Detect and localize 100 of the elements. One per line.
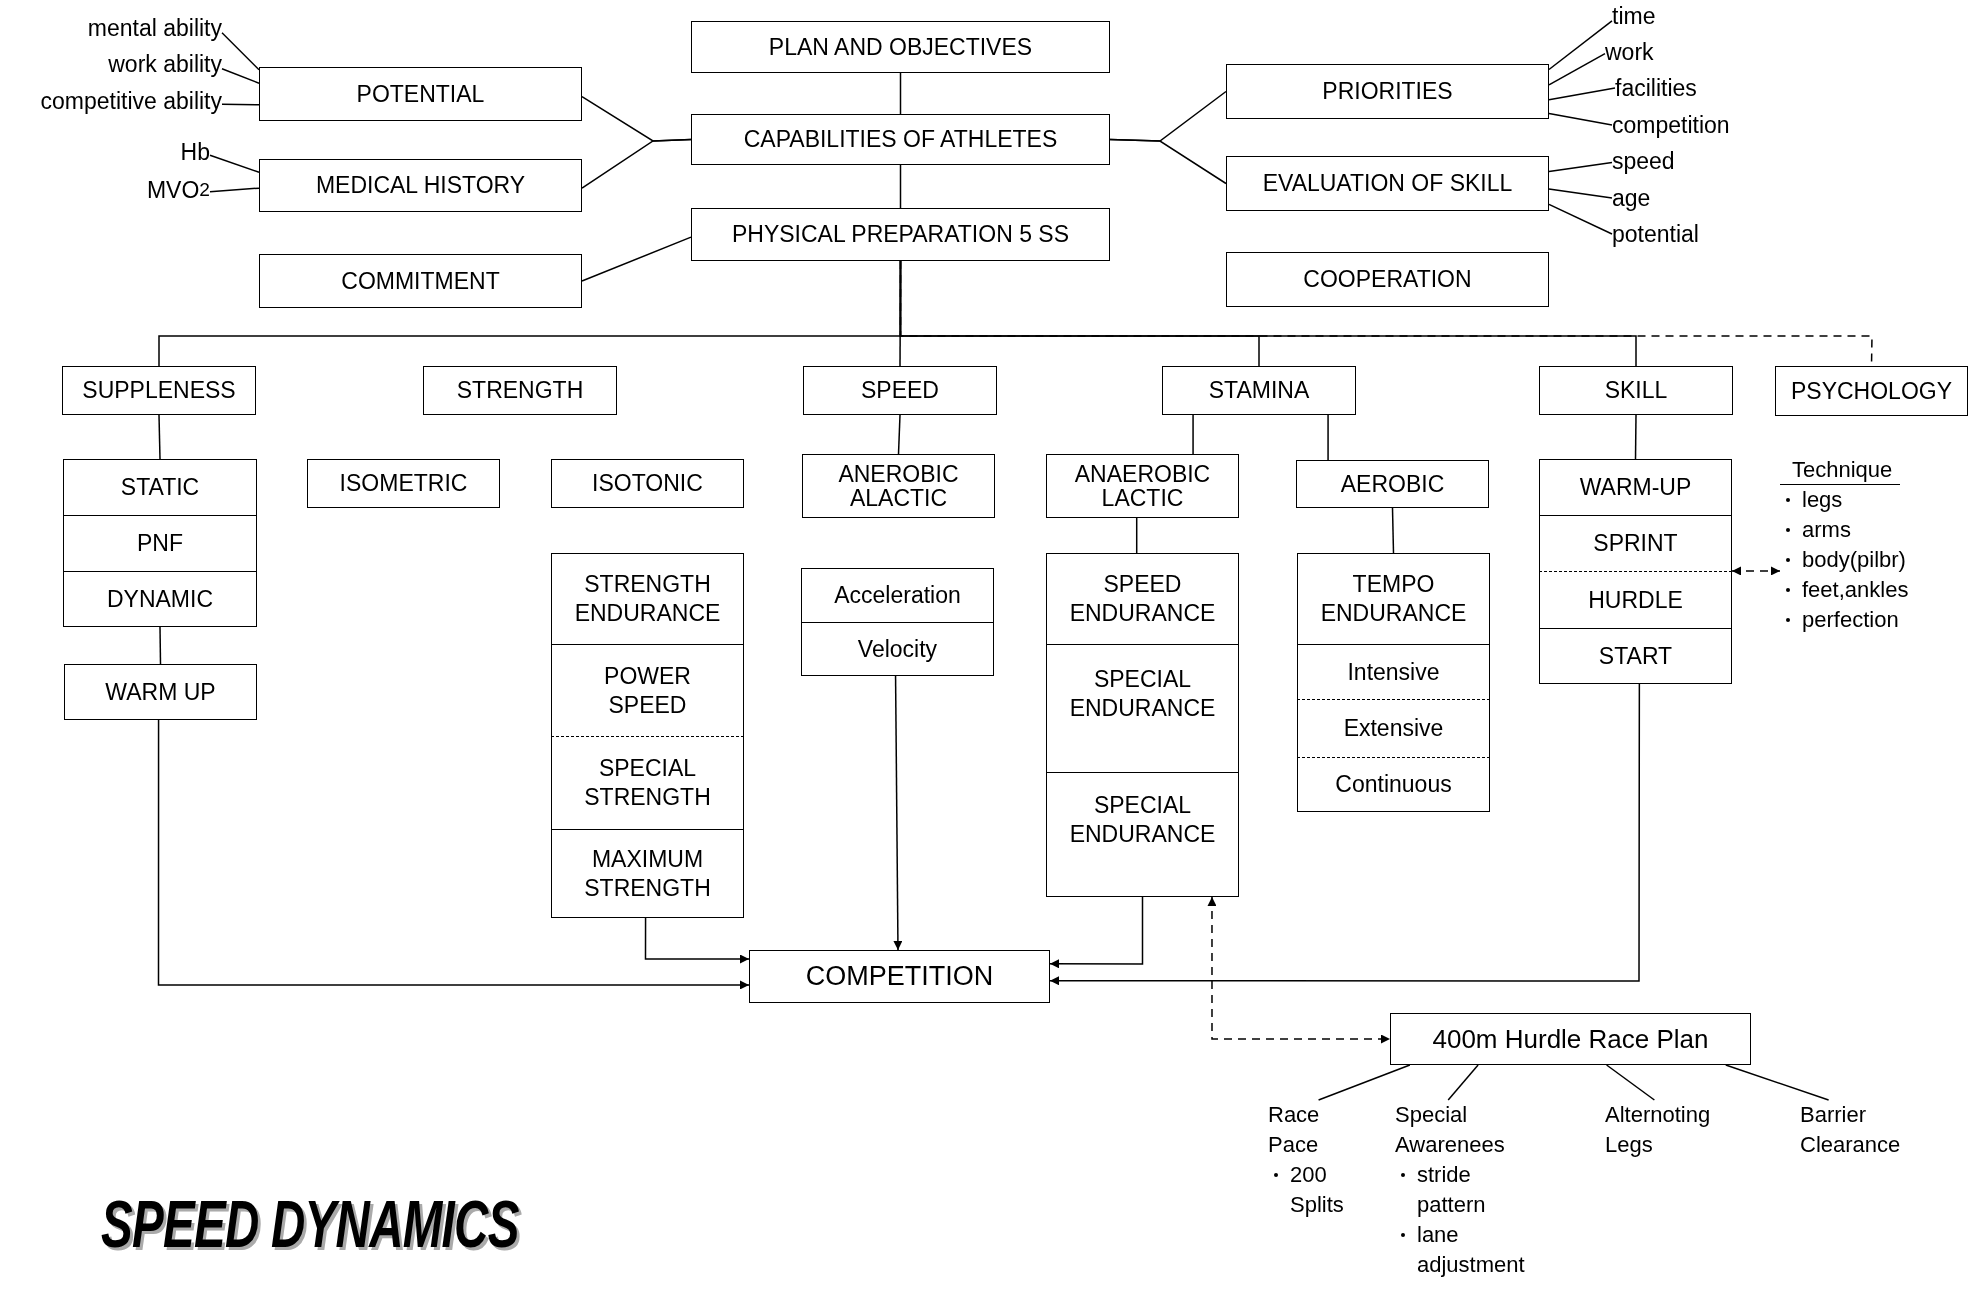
text-label: Barrier Clearance: [1800, 1101, 1902, 1159]
list-item: perfection: [1802, 607, 1899, 632]
text-label: potential: [1612, 218, 1812, 250]
process-box: SPECIAL ENDURANCE: [1046, 772, 1239, 897]
process-box: SPECIAL STRENGTH: [551, 736, 744, 829]
leader-line: [1605, 1064, 1656, 1101]
process-box: ANEROBIC ALACTIC: [802, 454, 995, 518]
text-label: speed: [1612, 145, 1762, 177]
process-box: DYNAMIC: [63, 571, 257, 627]
process-box: Velocity: [801, 622, 994, 676]
text-label: competition: [1612, 109, 1812, 141]
process-box: PLAN AND OBJECTIVES: [691, 21, 1110, 73]
leader-line: [221, 103, 260, 106]
connector-line: [1634, 414, 1637, 460]
process-box: TEMPO ENDURANCE: [1297, 553, 1490, 644]
process-box: SUPPLENESS: [62, 366, 256, 415]
connector-line: [158, 414, 161, 460]
process-box: CAPABILITIES OF ATHLETES: [691, 114, 1110, 165]
connector-line: [1192, 414, 1194, 455]
process-box: AEROBIC: [1296, 460, 1489, 508]
arrow: [1049, 896, 1144, 969]
process-box: SPEED ENDURANCE: [1046, 553, 1239, 644]
leader-line: [1548, 203, 1613, 235]
text-label: time: [1612, 0, 1762, 32]
connector-line: [1135, 517, 1138, 554]
leader-line: [1317, 1064, 1411, 1101]
arrow: [1731, 566, 1781, 576]
process-box: SPEED: [803, 366, 997, 415]
leader-line: [1548, 87, 1616, 101]
process-box: HURDLE: [1539, 571, 1732, 628]
leader-line: [1548, 20, 1613, 71]
leader-line: [1548, 52, 1606, 86]
text-label: Alternoting Legs: [1605, 1101, 1712, 1159]
process-box: ANAEROBIC LACTIC: [1046, 454, 1239, 518]
list-heading: Technique: [1780, 456, 1901, 485]
list-item: 200 Splits: [1290, 1162, 1344, 1217]
process-box: SPRINT: [1539, 515, 1732, 571]
process-box: PHYSICAL PREPARATION 5 SS: [691, 208, 1110, 261]
text-label: work ability: [0, 48, 222, 80]
connector-line: [899, 72, 902, 115]
process-box: COMMITMENT: [259, 254, 582, 308]
process-box: STRENGTH ENDURANCE: [551, 553, 744, 644]
process-box: EVALUATION OF SKILL: [1226, 156, 1549, 211]
process-box: START: [1539, 628, 1732, 684]
process-box: Extensive: [1297, 699, 1490, 757]
process-box: PNF: [63, 515, 257, 571]
process-box: STAMINA: [1162, 366, 1356, 415]
arrow: [157, 719, 750, 990]
arrow: [644, 917, 750, 964]
process-box: ISOTONIC: [551, 459, 744, 508]
connector-line: [899, 164, 902, 209]
list-item: arms: [1802, 517, 1851, 542]
process-box: PSYCHOLOGY: [1775, 366, 1968, 416]
arrow: [893, 675, 903, 951]
process-box: STRENGTH: [423, 366, 617, 415]
list-item: body(pilbr): [1802, 547, 1906, 572]
leader-line: [221, 32, 260, 71]
process-box: WARM UP: [64, 664, 257, 720]
process-box: MEDICAL HISTORY: [259, 159, 582, 212]
process-box: SPECIAL ENDURANCE: [1046, 644, 1239, 772]
process-box: 400m Hurdle Race Plan: [1390, 1013, 1751, 1065]
list-item: feet,ankles: [1802, 577, 1909, 602]
text-label: competitive ability: [0, 85, 222, 117]
leader-line: [1548, 112, 1613, 126]
arrow: [1049, 683, 1641, 986]
connector-line: [897, 414, 901, 455]
text-label: Race Pace: [1268, 1101, 1321, 1159]
leader-line: [1725, 1064, 1830, 1101]
leader-line: [209, 187, 260, 193]
list-item: lane adjustment: [1417, 1222, 1525, 1277]
connector-line: [159, 626, 162, 665]
text-label: Hb: [100, 136, 210, 168]
text-label: work: [1605, 36, 1755, 68]
process-box: COMPETITION: [749, 950, 1050, 1003]
title-text: SPEED DYNAMICS: [101, 1186, 519, 1262]
leader-line: [1447, 1064, 1479, 1101]
arrow: [1207, 896, 1391, 1044]
connector-line: [581, 138, 692, 189]
text-label: age: [1612, 182, 1762, 214]
process-box: MAXIMUM STRENGTH: [551, 829, 744, 918]
process-box: PRIORITIES: [1226, 64, 1549, 119]
process-box: STATIC: [63, 459, 257, 515]
process-box: POWER SPEED: [551, 644, 744, 736]
connector-line: [1391, 507, 1395, 554]
process-box: Acceleration: [801, 568, 994, 622]
connector-line: [1327, 414, 1329, 461]
process-box: Continuous: [1297, 757, 1490, 812]
connector-line: [1109, 138, 1227, 185]
leader-line: [1548, 161, 1613, 173]
leader-line: [221, 68, 260, 84]
process-box: COOPERATION: [1226, 252, 1549, 307]
process-box: WARM-UP: [1539, 459, 1732, 515]
process-box: Intensive: [1297, 644, 1490, 699]
text-label: mental ability: [0, 12, 222, 44]
process-box: ISOMETRIC: [307, 459, 500, 508]
text-label: facilities: [1615, 72, 1815, 104]
process-box: POTENTIAL: [259, 67, 582, 121]
leader-line: [1548, 188, 1613, 199]
list-item: legs: [1802, 487, 1843, 512]
leader-line: [209, 154, 260, 173]
